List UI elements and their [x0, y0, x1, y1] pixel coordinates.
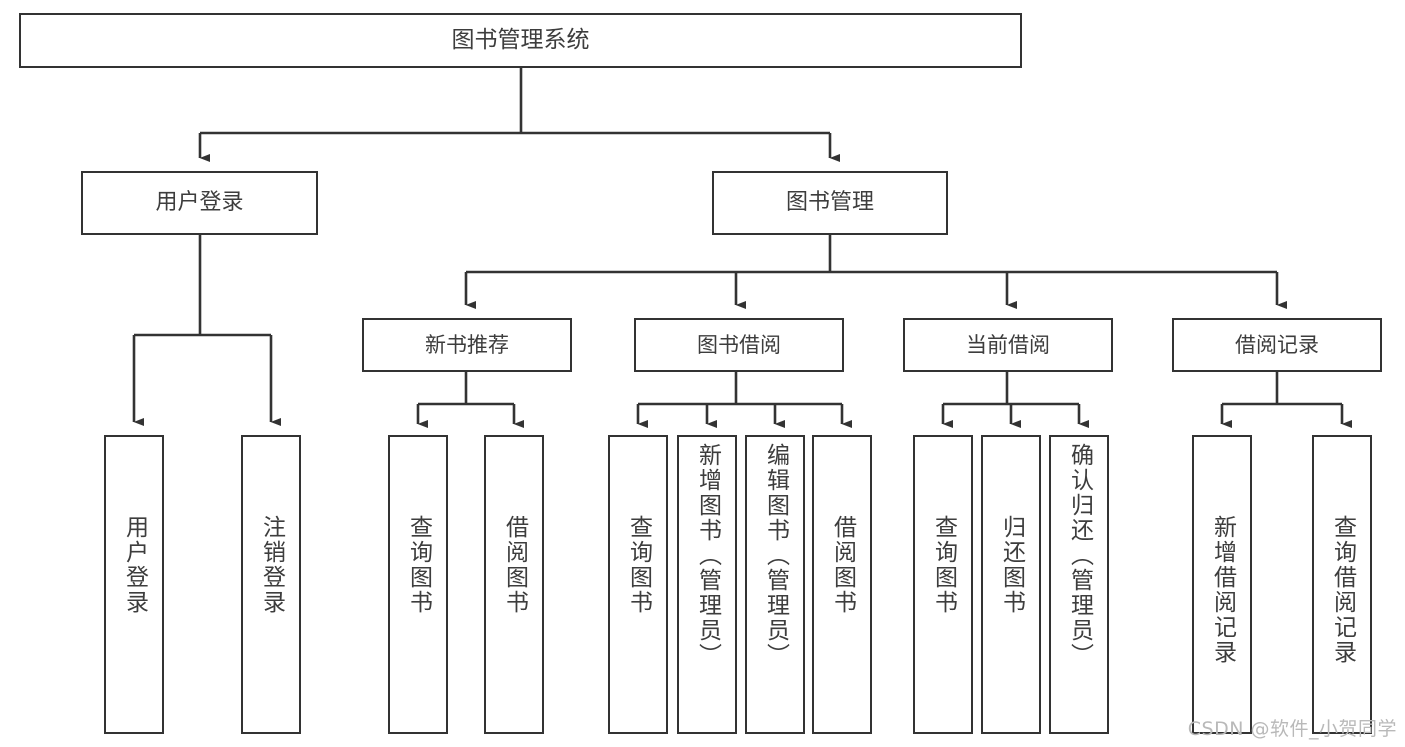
- node-leaf-borrow-book-recommend-label: 借阅图书: [501, 515, 528, 615]
- node-leaf-edit-book-admin-label: 编辑图书（管理员）: [762, 443, 789, 668]
- node-borrow-record-label: 借阅记录: [1235, 332, 1319, 357]
- node-leaf-query-book-recommend[interactable]: 查询图书: [388, 435, 448, 734]
- node-leaf-user-login[interactable]: 用户登录: [104, 435, 164, 734]
- node-user-login-label: 用户登录: [155, 190, 244, 216]
- node-leaf-logout-label: 注销登录: [258, 515, 285, 615]
- node-leaf-return-book[interactable]: 归还图书: [981, 435, 1041, 734]
- node-leaf-user-login-label: 用户登录: [121, 515, 148, 615]
- node-book-management[interactable]: 图书管理: [712, 171, 948, 235]
- node-leaf-query-book-current[interactable]: 查询图书: [913, 435, 973, 734]
- node-leaf-borrow-book-recommend[interactable]: 借阅图书: [484, 435, 544, 734]
- node-leaf-edit-book-admin[interactable]: 编辑图书（管理员）: [745, 435, 805, 734]
- node-book-management-label: 图书管理: [785, 190, 874, 216]
- node-user-login[interactable]: 用户登录: [81, 171, 318, 235]
- node-leaf-query-book-borrow[interactable]: 查询图书: [608, 435, 668, 734]
- node-root-label: 图书管理系统: [451, 26, 590, 53]
- node-leaf-confirm-return-admin-label: 确认归还（管理员）: [1066, 443, 1093, 668]
- node-current-borrow-label: 当前借阅: [966, 332, 1050, 357]
- node-root-system[interactable]: 图书管理系统: [19, 13, 1022, 68]
- node-leaf-add-book-admin[interactable]: 新增图书（管理员）: [677, 435, 737, 734]
- node-borrow-record[interactable]: 借阅记录: [1172, 318, 1382, 372]
- node-leaf-confirm-return-admin[interactable]: 确认归还（管理员）: [1049, 435, 1109, 734]
- node-leaf-add-borrow-record[interactable]: 新增借阅记录: [1192, 435, 1252, 734]
- node-leaf-add-borrow-record-label: 新增借阅记录: [1209, 515, 1236, 665]
- node-leaf-borrow-book[interactable]: 借阅图书: [812, 435, 872, 734]
- node-leaf-query-book-current-label: 查询图书: [930, 515, 957, 615]
- node-leaf-query-borrow-record-label: 查询借阅记录: [1329, 515, 1356, 665]
- watermark-text: CSDN @软件_小贺同学: [1187, 718, 1397, 740]
- node-book-borrow[interactable]: 图书借阅: [634, 318, 844, 372]
- node-leaf-logout[interactable]: 注销登录: [241, 435, 301, 734]
- node-leaf-query-book-borrow-label: 查询图书: [625, 515, 652, 615]
- node-leaf-return-book-label: 归还图书: [998, 515, 1025, 615]
- node-book-borrow-label: 图书借阅: [697, 332, 781, 357]
- node-current-borrow[interactable]: 当前借阅: [903, 318, 1113, 372]
- node-new-book-recommend-label: 新书推荐: [425, 332, 509, 357]
- node-leaf-query-borrow-record[interactable]: 查询借阅记录: [1312, 435, 1372, 734]
- node-leaf-borrow-book-label: 借阅图书: [829, 515, 856, 615]
- node-leaf-query-book-recommend-label: 查询图书: [405, 515, 432, 615]
- node-leaf-add-book-admin-label: 新增图书（管理员）: [694, 443, 721, 668]
- node-new-book-recommend[interactable]: 新书推荐: [362, 318, 572, 372]
